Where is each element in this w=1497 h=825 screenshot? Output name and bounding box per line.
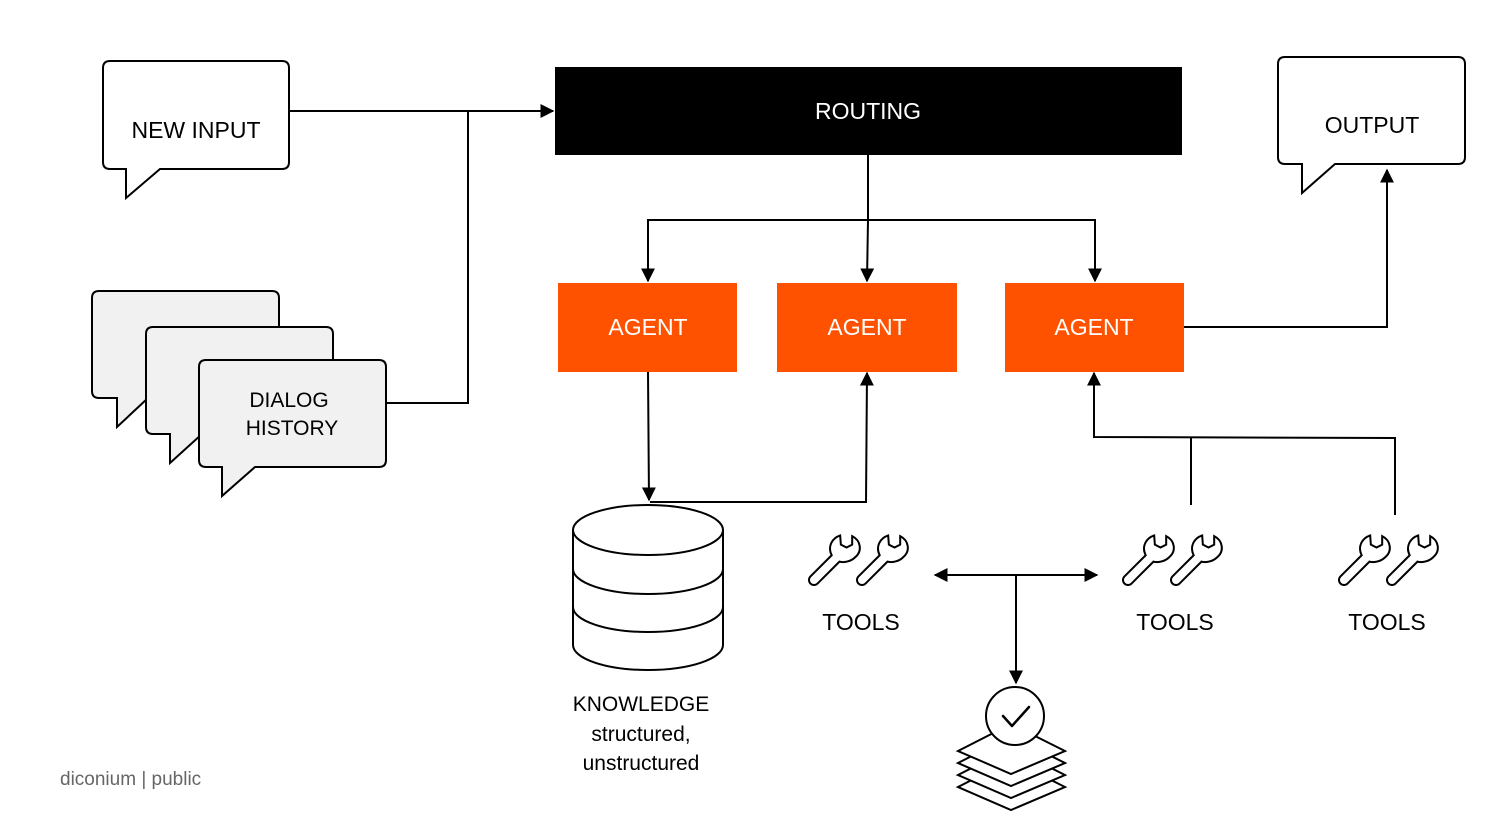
output-node: OUTPUT bbox=[1277, 56, 1466, 196]
dialog-history-node: DIALOG HISTORY bbox=[91, 290, 387, 499]
wrench-pair-icon bbox=[799, 527, 914, 594]
edge-tools-to-agent-3 bbox=[1087, 371, 1396, 515]
tools-1-label: TOOLS bbox=[822, 609, 900, 635]
footer-label: diconium | public bbox=[60, 769, 201, 790]
edge-dialog-history-to-routing bbox=[383, 111, 469, 404]
tools-3-node: TOOLS bbox=[1329, 527, 1444, 635]
validation-node bbox=[955, 686, 1068, 812]
agent-3-label: AGENT bbox=[1054, 314, 1133, 340]
edge-routing-to-agent-3 bbox=[868, 219, 1102, 283]
edge-agent-1-to-knowledge bbox=[641, 371, 656, 502]
agent-2-node: AGENT bbox=[777, 283, 957, 372]
agent-2-label: AGENT bbox=[827, 314, 906, 340]
tools-1-node: TOOLS bbox=[799, 527, 914, 635]
agent-3-node: AGENT bbox=[1005, 283, 1184, 372]
agent-1-label: AGENT bbox=[608, 314, 687, 340]
stacked-layers-icon bbox=[955, 722, 1068, 812]
routing-label: ROUTING bbox=[815, 98, 921, 124]
agent-1-node: AGENT bbox=[558, 283, 737, 372]
check-circle-icon bbox=[985, 686, 1045, 746]
wrench-pair-icon bbox=[1113, 527, 1228, 594]
agent-1-box bbox=[558, 283, 737, 372]
database-icon bbox=[572, 504, 724, 671]
new-input-node: NEW INPUT bbox=[102, 60, 290, 201]
speech-bubble-icon bbox=[102, 60, 290, 201]
tools-2-node: TOOLS bbox=[1113, 527, 1228, 635]
dialog-history-label-line2: HISTORY bbox=[246, 417, 339, 440]
edge-agent-3-to-output bbox=[1184, 168, 1394, 328]
dialog-history-label-line1: DIALOG bbox=[249, 389, 328, 412]
tools-3-label: TOOLS bbox=[1348, 609, 1426, 635]
agent-2-box bbox=[777, 283, 957, 372]
speech-bubble-icon bbox=[1277, 56, 1466, 196]
output-label: OUTPUT bbox=[1325, 112, 1420, 138]
knowledge-title: KNOWLEDGE bbox=[573, 693, 710, 716]
edge-routing-to-agent-2 bbox=[860, 219, 875, 283]
tools-2-label: TOOLS bbox=[1136, 609, 1214, 635]
knowledge-subtitle-line2: unstructured bbox=[583, 752, 700, 775]
connectors bbox=[290, 104, 1396, 685]
edge-routing-to-agent-1 bbox=[641, 219, 868, 283]
edge-knowledge-to-agent-2 bbox=[650, 371, 874, 503]
wrench-pair-icon bbox=[1329, 527, 1444, 594]
agent-3-box bbox=[1005, 283, 1184, 372]
new-input-label: NEW INPUT bbox=[131, 117, 260, 143]
knowledge-subtitle-line1: structured, bbox=[591, 723, 690, 746]
speech-bubble-icon bbox=[198, 359, 387, 499]
routing-node: ROUTING bbox=[555, 67, 1182, 155]
routing-box bbox=[555, 67, 1182, 155]
knowledge-node: KNOWLEDGE structured, unstructured bbox=[572, 504, 724, 775]
